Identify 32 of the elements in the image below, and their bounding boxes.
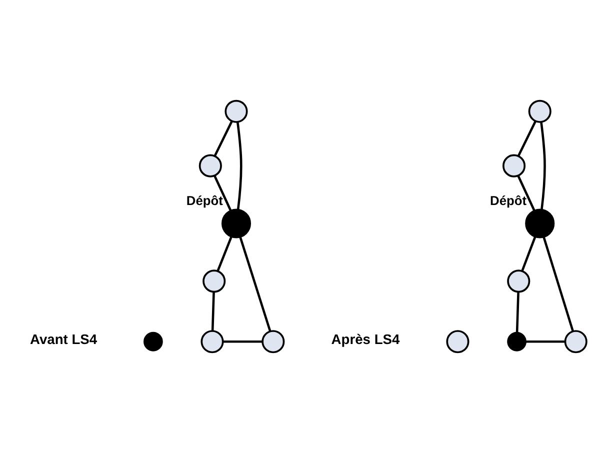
node-circle (202, 270, 226, 293)
connector (222, 340, 262, 343)
label: Après LS4 (331, 330, 400, 347)
connector (526, 340, 565, 343)
node-circle (198, 154, 222, 178)
label: Avant LS4 (30, 330, 98, 347)
connector (516, 292, 520, 333)
node-circle (224, 100, 248, 123)
connector (216, 236, 233, 272)
node-circle (446, 330, 470, 354)
connector (211, 292, 215, 331)
connector (542, 236, 574, 332)
node-circle (502, 154, 526, 178)
node-circle (221, 208, 252, 238)
node-label: Dépôt (490, 193, 527, 208)
connector (214, 120, 233, 157)
connector (517, 120, 536, 157)
connector (214, 175, 232, 212)
connector (236, 122, 242, 210)
node-circle (507, 332, 526, 352)
node-circle (564, 330, 588, 354)
node-circle (262, 330, 285, 354)
connector (540, 122, 546, 210)
node-circle (144, 332, 163, 352)
connector (517, 175, 536, 212)
node-circle (528, 100, 552, 123)
node-circle (507, 270, 530, 293)
connector (239, 236, 272, 332)
connector (521, 236, 536, 272)
node-label: Dépôt (186, 193, 223, 208)
node-circle (525, 208, 555, 238)
node-circle (200, 330, 224, 354)
